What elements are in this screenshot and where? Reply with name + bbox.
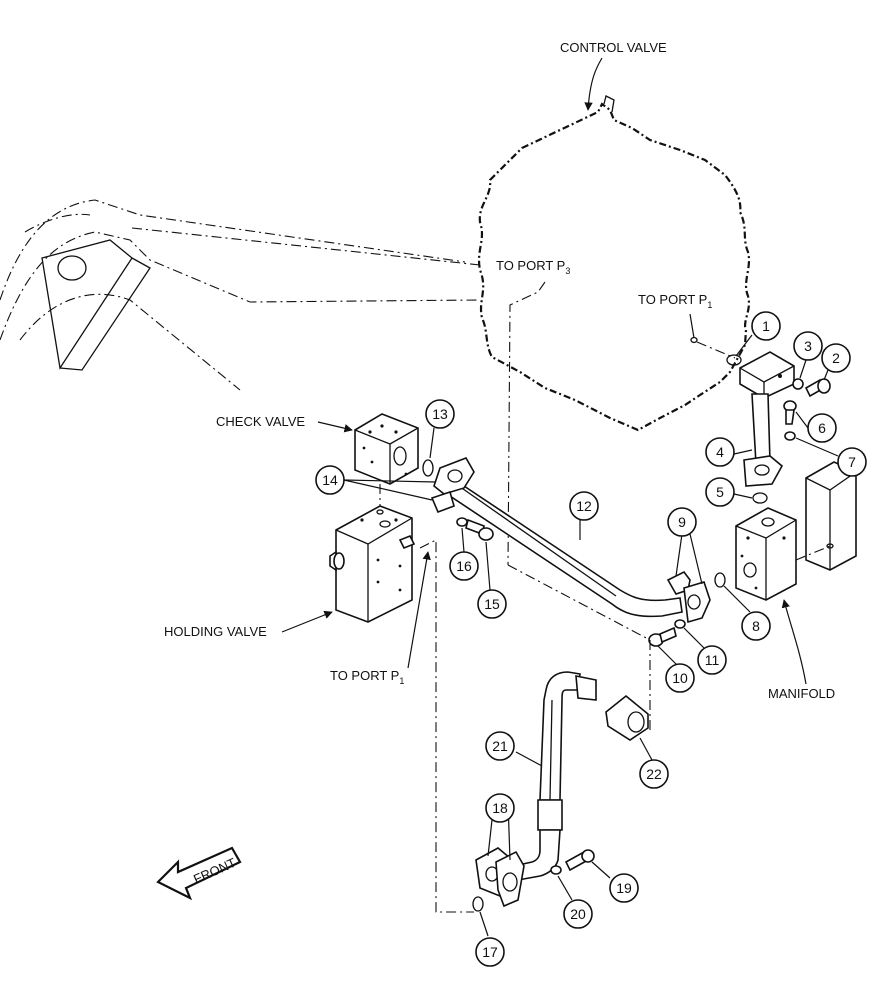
svg-text:22: 22 [646,766,662,782]
svg-text:1: 1 [762,318,770,334]
p1-lower-arrow [407,551,431,669]
svg-text:21: 21 [492,738,508,754]
bolt-6 [783,400,797,425]
svg-text:12: 12 [576,498,592,514]
svg-text:8: 8 [752,618,760,634]
callout-16: 16 [449,551,479,581]
callout-3: 3 [793,331,823,361]
pipe-4-assembly [739,351,795,487]
check-valve-block [354,413,419,485]
to-port-p3-label: TO PORT P3 [496,258,570,276]
svg-text:11: 11 [705,652,720,668]
callout-9: 9 [667,507,697,537]
boom-outline [0,199,481,391]
o-ring-13 [422,459,434,477]
p3-connection-line-2 [507,564,651,641]
callout-19: 19 [609,873,639,903]
hose-21 [512,671,597,881]
svg-text:4: 4 [716,444,724,460]
svg-text:5: 5 [716,484,724,500]
o-ring-8 [714,572,726,588]
callout-10: 10 [665,663,695,693]
flange-18 [475,847,525,908]
callout-6: 6 [807,413,837,443]
callout-15: 15 [477,589,507,619]
callout-22: 22 [639,759,669,789]
washer-20 [550,865,562,875]
bolt-2 [804,378,831,398]
p1-lower-line [419,539,474,913]
svg-text:9: 9 [678,514,686,530]
washer-11 [674,619,686,629]
callout-8: 8 [741,611,771,641]
control-valve-outline [477,95,751,432]
svg-text:20: 20 [570,906,586,922]
o-ring-5 [752,492,768,504]
to-port-p1-lower-label: TO PORT P1 [330,668,404,686]
control-valve-label: CONTROL VALVE [560,40,667,55]
washer-7 [784,431,796,441]
p1-upper-line [696,341,736,359]
check-valve-label: CHECK VALVE [216,414,305,429]
port-p1-hole [690,336,698,344]
bolt-19 [564,849,595,872]
holding-valve-arrow [281,610,333,633]
holding-valve-block [329,505,416,623]
svg-text:3: 3 [804,338,812,354]
callout-4: 4 [705,437,735,467]
manifold-arrow [781,599,807,685]
callout-7: 7 [837,447,867,477]
svg-text:16: 16 [456,558,472,574]
check-valve-arrow [317,421,353,433]
svg-text:2: 2 [832,350,840,366]
tube-assembly-12 [430,457,711,624]
manifold-block [735,507,797,601]
callout-20: 20 [563,899,593,929]
control-valve-arrow [584,57,603,111]
svg-text:17: 17 [482,944,498,960]
washer-3 [792,378,804,390]
svg-text:6: 6 [818,420,826,436]
callout-12: 12 [569,491,599,521]
svg-text:19: 19 [616,880,632,896]
p1-upper-pointer [689,313,695,339]
svg-text:10: 10 [672,670,688,686]
callout-21: 21 [485,731,515,761]
o-ring-17 [472,896,484,912]
manifold-label: MANIFOLD [768,686,835,701]
svg-text:15: 15 [484,596,500,612]
callout-14: 14 [315,465,345,495]
washer-16 [456,517,468,527]
svg-text:7: 7 [848,454,856,470]
svg-text:14: 14 [322,472,338,488]
svg-text:13: 13 [432,406,448,422]
callout-13: 13 [425,399,455,429]
callout-2: 2 [821,343,851,373]
callout-17: 17 [475,937,505,967]
holding-valve-label: HOLDING VALVE [164,624,267,639]
svg-text:18: 18 [492,800,508,816]
callout-5: 5 [705,477,735,507]
bolt-10 [648,626,677,647]
callout-1: 1 [751,311,781,341]
front-arrow: FRONT [156,846,242,901]
p3-connection-line [507,281,546,566]
manifold-bracket [795,461,857,571]
to-port-p1-upper-label: TO PORT P1 [638,292,712,310]
front-label: FRONT [191,855,238,887]
callout-18: 18 [485,793,515,823]
adapter-22 [605,694,649,741]
callout-11: 11 [697,645,727,675]
o-ring-1 [726,354,742,366]
bolt-15 [465,518,494,541]
